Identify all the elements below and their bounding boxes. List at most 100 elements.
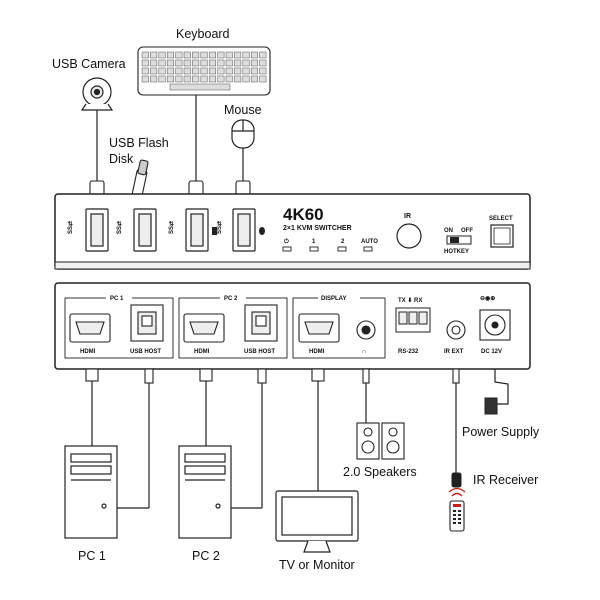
front-usb-port-1 [85, 208, 109, 252]
hdmi-label-display: HDMI [309, 349, 325, 355]
keyboard-key [242, 51, 250, 59]
dc-power-jack [479, 309, 511, 341]
keyboard-key [225, 67, 233, 75]
keyboard-key [175, 75, 183, 83]
hotkey-off-label: OFF [461, 228, 473, 234]
hotkey-switch-knob[interactable] [450, 237, 459, 243]
keyboard-key [200, 59, 208, 67]
keyboard-key [175, 59, 183, 67]
usb-symbol-2: SS⇄ [115, 221, 123, 234]
keyboard-key [242, 59, 250, 67]
brand-title: 4K60 [283, 205, 324, 224]
keyboard-key [141, 59, 149, 67]
keyboard-spacebar [169, 83, 231, 91]
bottom-plugs [85, 368, 460, 384]
pc2-group-label: PC 2 [224, 296, 238, 302]
speakers-icon [356, 422, 405, 460]
led-2 [337, 246, 347, 252]
led-auto [363, 246, 373, 252]
keyboard-key [234, 75, 242, 83]
keyboard-key [166, 51, 174, 59]
keyboard-key [141, 51, 149, 59]
keyboard-key [166, 59, 174, 67]
usb-symbol-1: SS⇄ [66, 221, 74, 234]
keyboard-icon [137, 46, 271, 96]
keyboard-key [250, 75, 258, 83]
mouse-label: Mouse [224, 103, 262, 117]
usb-symbol-4: SS⇄ [215, 221, 223, 234]
pc2-label: PC 2 [192, 549, 220, 563]
keyboard-key [150, 59, 158, 67]
ir-sensor-window [396, 223, 422, 249]
keyboard-key [259, 75, 267, 83]
top-plugs [89, 180, 251, 196]
keyboard-key [200, 51, 208, 59]
keyboard-key [158, 59, 166, 67]
speakers-label: 2.0 Speakers [343, 465, 417, 479]
display-group-label: DISPLAY [321, 296, 346, 302]
keyboard-key [141, 67, 149, 75]
keyboard-key [250, 59, 258, 67]
keyboard-key [242, 75, 250, 83]
keyboard-key [166, 67, 174, 75]
pc2-tower-icon [178, 445, 232, 539]
hotkey-on-label: ON [444, 228, 453, 234]
pc1-label: PC 1 [78, 549, 106, 563]
ir-ext-jack [446, 320, 466, 340]
keyboard-key [158, 51, 166, 59]
usb-camera-icon [80, 77, 114, 111]
keyboard-key [192, 75, 200, 83]
dc-polarity-icon: ⊖◉⊕ [480, 296, 495, 302]
keyboard-key [208, 67, 216, 75]
keyboard-key [250, 51, 258, 59]
led-power [282, 246, 292, 252]
usb-flash-label-line2: Disk [109, 152, 134, 166]
audio-out-jack [356, 320, 376, 340]
keyboard-key [225, 51, 233, 59]
bottom-cables [91, 369, 509, 509]
keyboard-key [208, 51, 216, 59]
keyboard-key [150, 67, 158, 75]
power-supply-plug-icon [484, 397, 498, 415]
hdmi-label-pc1: HDMI [80, 349, 96, 355]
keyboard-key [175, 51, 183, 59]
pc1-tower-icon [64, 445, 118, 539]
led-auto-label: AUTO [361, 239, 378, 245]
front-panel: SS⇄ SS⇄ SS⇄ SS⇄ 4K60 2×1 KVM SWITCHER ⏻ … [54, 193, 531, 270]
rs232-terminal [395, 307, 431, 333]
hdmi-label-pc2: HDMI [194, 349, 210, 355]
keyboard-key [225, 75, 233, 83]
mouse-mini-icon [259, 227, 265, 235]
keyboard-key [250, 67, 258, 75]
keyboard-key [175, 67, 183, 75]
mouse-icon [231, 119, 255, 149]
tx-rx-label: TX ⬇ RX [398, 297, 422, 304]
headphone-icon: ∩ [362, 349, 366, 355]
keyboard-label: Keyboard [176, 27, 230, 41]
keyboard-key [217, 75, 225, 83]
keyboard-key [217, 67, 225, 75]
hdmi-port-display [298, 313, 340, 343]
top-cables [96, 95, 244, 186]
keyboard-key [192, 67, 200, 75]
hotkey-label: HOTKEY [444, 249, 469, 255]
remote-control-icon [448, 487, 466, 532]
select-label: SELECT [489, 216, 513, 222]
rs232-label: RS-232 [398, 349, 419, 355]
keyboard-mini-icon [212, 227, 217, 235]
keyboard-key [208, 75, 216, 83]
keyboard-key [234, 59, 242, 67]
hdmi-port-pc2 [183, 313, 225, 343]
keyboard-key [183, 51, 191, 59]
keyboard-key [234, 67, 242, 75]
led-1-label: 1 [312, 239, 316, 245]
brand-subtitle: 2×1 KVM SWITCHER [283, 225, 352, 232]
usb-host-port-pc2 [244, 304, 278, 342]
keyboard-key [259, 67, 267, 75]
keyboard-key [192, 59, 200, 67]
usb-symbol-3: SS⇄ [167, 221, 175, 234]
ir-receiver-icon [451, 472, 462, 488]
keyboard-key [183, 59, 191, 67]
